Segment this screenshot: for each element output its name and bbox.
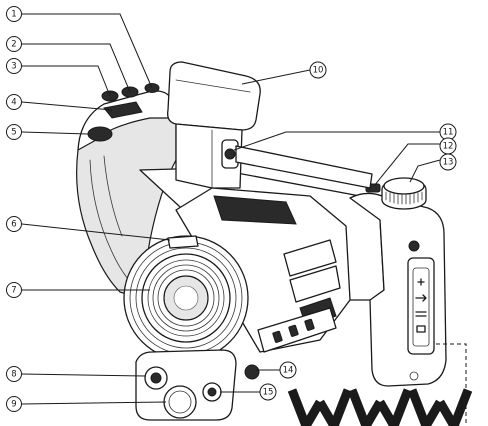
leader-lines	[21, 13, 441, 405]
leader-11	[233, 131, 440, 151]
strip-button-b	[288, 324, 299, 337]
lens-assembly	[123, 187, 351, 421]
leader-4	[21, 101, 113, 111]
svg-text:5: 5	[11, 128, 16, 138]
callout-9: 9	[6, 396, 22, 412]
watermark-letters	[287, 388, 473, 426]
grip-contour	[89, 159, 133, 285]
callout-13: 13	[439, 153, 457, 171]
mode-dial-top	[383, 177, 425, 195]
watermark-w1	[287, 388, 353, 426]
svg-text:14: 14	[283, 366, 294, 376]
callout-4: 4	[6, 94, 22, 110]
leader-8	[21, 373, 147, 377]
callout-7: 7	[6, 282, 22, 298]
strip-button-a	[272, 330, 283, 343]
hand-grip	[76, 117, 177, 299]
hinge-arm	[235, 145, 373, 189]
viewfinder-assembly	[87, 61, 373, 189]
port-cover-inner	[412, 267, 430, 347]
lens-ring-2	[152, 264, 220, 332]
grip-contour-2	[103, 155, 123, 237]
callout-3: 3	[6, 58, 22, 74]
button-5	[87, 126, 113, 142]
leader-5	[21, 131, 89, 135]
svg-text:9: 9	[11, 400, 16, 410]
viewfinder-eyecup	[167, 61, 261, 131]
strip-button-c	[304, 318, 315, 331]
focus-ring-groove-2	[135, 247, 237, 349]
port-cover	[407, 257, 435, 355]
svg-text:15: 15	[263, 388, 274, 398]
lens-ring-1	[147, 259, 225, 337]
leader-3	[22, 65, 111, 97]
callout-11: 11	[439, 123, 457, 141]
bottom-lug	[409, 371, 419, 381]
lens-ring-3	[157, 269, 215, 327]
hinge-screw	[224, 148, 236, 160]
dial-knurling	[385, 191, 423, 205]
svg-text:4: 4	[11, 98, 16, 108]
callout-12: 12	[439, 137, 457, 155]
callout-10: 10	[309, 61, 327, 79]
svg-text:8: 8	[11, 370, 16, 380]
callout-1: 1	[6, 6, 22, 22]
watermark-w3	[407, 388, 473, 426]
callout-5: 5	[6, 124, 22, 140]
rocker-4	[103, 101, 143, 119]
top-window	[213, 195, 297, 225]
leader-10	[241, 69, 311, 85]
callout-6: 6	[6, 216, 22, 232]
leader-1	[22, 13, 153, 89]
lens-latch	[167, 235, 199, 249]
usb-icon	[417, 278, 425, 286]
svg-text:12: 12	[443, 142, 454, 152]
hdmi-icon	[415, 311, 427, 317]
svg-text:2: 2	[11, 40, 16, 50]
lens-highlight	[173, 285, 199, 311]
side-fin-1	[283, 239, 337, 277]
svg-text:7: 7	[11, 286, 16, 296]
svg-text:13: 13	[443, 158, 454, 168]
callout-8: 8	[6, 366, 22, 382]
sd-icon	[416, 325, 426, 333]
leader-9	[21, 401, 167, 405]
svg-text:3: 3	[11, 62, 16, 72]
callout-14: 14	[279, 361, 297, 379]
leader-2	[22, 43, 131, 93]
callout-2: 2	[6, 36, 22, 52]
visual-camera-lens	[150, 372, 162, 384]
callout-15: 15	[259, 383, 277, 401]
svg-text:11: 11	[443, 128, 454, 138]
callouts: 1 2 3 4 5 6 7 8 9 10 11 12 13 14 15	[6, 6, 457, 412]
svg-text:6: 6	[11, 220, 16, 230]
eyecup-ridge	[175, 79, 251, 93]
arrow-icon	[415, 294, 427, 302]
svg-text:10: 10	[313, 66, 324, 76]
strap-lug	[408, 240, 420, 252]
leader-6	[21, 223, 171, 241]
laser-window-core	[207, 387, 217, 397]
watermark-w2	[347, 388, 413, 426]
leader-13	[409, 159, 441, 183]
side-fin-2	[289, 265, 341, 303]
leader-12	[373, 143, 440, 187]
knob-9-inner	[168, 390, 192, 414]
svg-text:1: 1	[11, 10, 16, 20]
knob-14	[244, 364, 260, 380]
